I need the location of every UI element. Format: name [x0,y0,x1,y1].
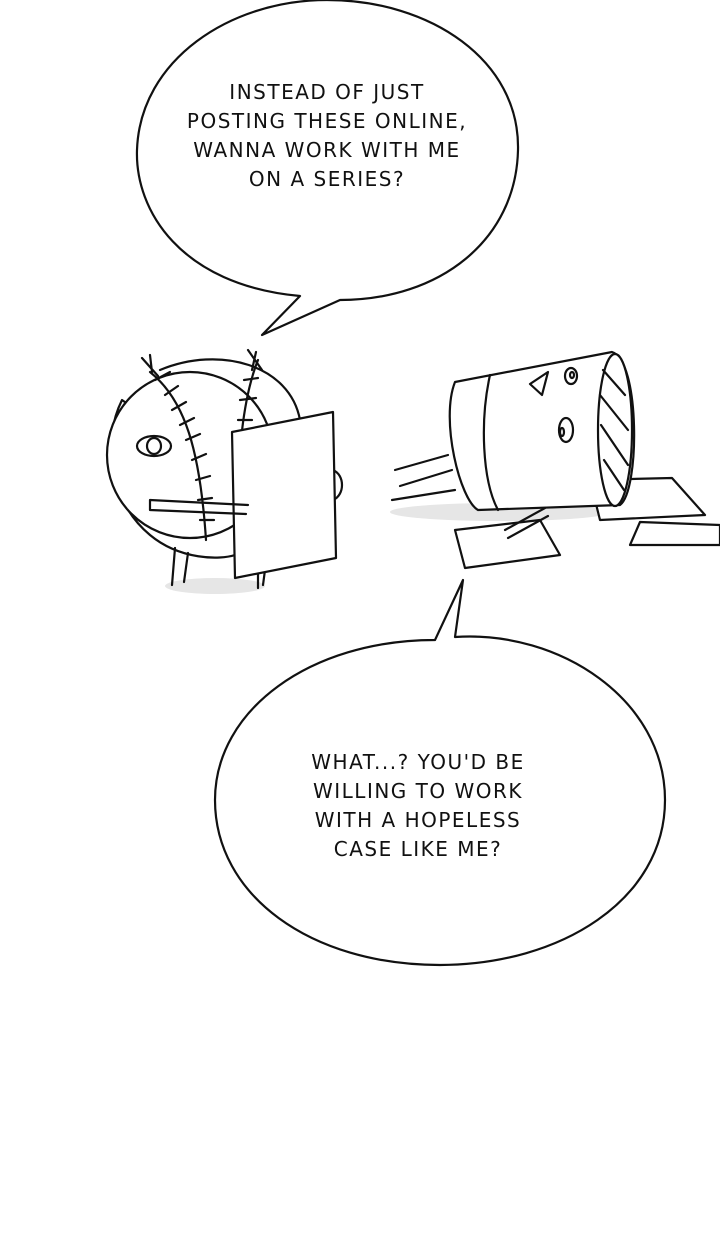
speech-text-top: INSTEAD OF JUST POSTING THESE ONLINE, WA… [157,78,497,194]
speech-line: WHAT...? YOU'D BE [311,750,525,774]
speech-line: POSTING THESE ONLINE, [186,109,468,133]
speech-line: WILLING TO WORK [312,779,524,803]
speech-text-bottom: WHAT...? YOU'D BE WILLING TO WORK WITH A… [248,748,588,864]
speech-line: WITH A HOPELESS [314,808,522,832]
ball-shadow [165,578,265,594]
speech-line: INSTEAD OF JUST [229,80,425,104]
speech-line: WANNA WORK WITH ME [193,138,461,162]
cup-character [390,350,636,540]
speech-bubble-bottom [213,578,667,967]
speech-line: CASE LIKE ME? [333,837,503,861]
speech-line: ON A SERIES? [248,167,406,191]
speech-bubble-top [135,0,520,337]
stitched-ball-character [105,348,344,590]
